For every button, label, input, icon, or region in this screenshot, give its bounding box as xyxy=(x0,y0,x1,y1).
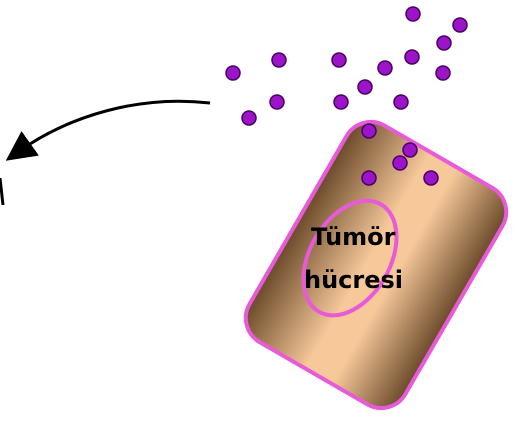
purple-dot-icon xyxy=(358,80,372,94)
purple-dot-icon xyxy=(332,53,346,67)
purple-dot-icon xyxy=(378,61,392,75)
purple-dot-icon xyxy=(403,143,417,157)
purple-dot-icon xyxy=(272,53,286,67)
curved-arrow-icon xyxy=(18,101,210,152)
purple-dot-icon xyxy=(424,171,438,185)
cell-label-line1: Tümör xyxy=(311,223,396,251)
purple-dot-icon xyxy=(394,95,408,109)
purple-dot-icon xyxy=(226,66,240,80)
purple-dot-icon xyxy=(405,50,419,64)
purple-dot-icon xyxy=(437,36,451,50)
purple-dot-icon xyxy=(242,111,256,125)
tumor-cell xyxy=(236,112,517,419)
purple-dot-icon xyxy=(270,95,284,109)
purple-dot-icon xyxy=(436,66,450,80)
purple-dot-icon xyxy=(453,18,467,32)
cell-label-line2: hücresi xyxy=(304,266,403,294)
purple-dot-icon xyxy=(334,95,348,109)
purple-dot-icon xyxy=(393,156,407,170)
edge-mark xyxy=(0,178,3,205)
purple-dot-icon xyxy=(362,124,376,138)
cell-membrane xyxy=(236,112,517,419)
purple-dot-icon xyxy=(362,171,376,185)
purple-dot-icon xyxy=(406,7,420,21)
